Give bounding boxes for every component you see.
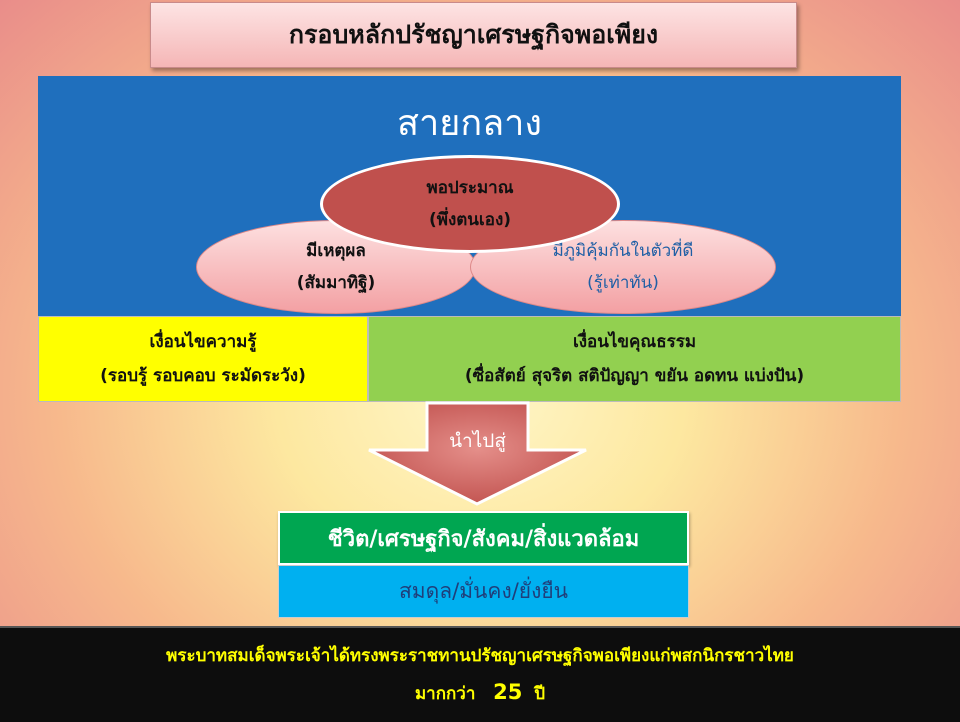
moderation-title: พอประมาณ <box>426 178 514 198</box>
reasonableness-ellipse: มีเหตุผล (สัมมาทิฐิ) <box>196 220 476 314</box>
reasonableness-detail: (สัมมาทิฐิ) <box>296 273 376 293</box>
morality-condition-box: เงื่อนไขคุณธรรม (ซื่อสัตย์ สุจริต สติปัญ… <box>368 316 901 402</box>
footer-banner: พระบาทสมเด็จพระเจ้าได้ทรงพระราชทานปรัชญา… <box>0 626 960 722</box>
moderation-detail: (พึ่งตนเอง) <box>428 210 512 230</box>
immunity-detail: (รู้เท่าทัน) <box>587 273 659 293</box>
footer-line2: มากกว่า 25 ปี <box>415 674 545 712</box>
domains-box: ชีวิต/เศรษฐกิจ/สังคม/สิ่งแวดล้อม <box>278 511 689 565</box>
knowledge-condition-box: เงื่อนไขความรู้ (รอบรู้ รอบคอบ ระมัดระวั… <box>38 316 368 402</box>
arrow-label: นำไปสู่ <box>449 430 506 452</box>
knowledge-title: เงื่อนไขความรู้ <box>149 332 257 352</box>
down-arrow-icon <box>368 401 587 506</box>
footer-suffix: ปี <box>534 684 546 704</box>
footer-number: 25 <box>493 680 523 704</box>
result-text: สมดุล/มั่นคง/ยั่งยืน <box>398 579 569 603</box>
footer-prefix: มากกว่า <box>414 684 476 704</box>
knowledge-detail: (รอบรู้ รอบคอบ ระมัดระวัง) <box>100 366 306 386</box>
morality-detail: (ซื่อสัตย์ สุจริต สติปัญญา ขยัน อดทน แบ่… <box>464 366 805 386</box>
middle-path-heading: สายกลาง <box>397 103 542 144</box>
page-title: กรอบหลักปรัชญาเศรษฐกิจพอเพียง <box>288 20 659 49</box>
morality-title: เงื่อนไขคุณธรรม <box>572 332 697 352</box>
immunity-title: มีภูมิคุ้มกันในตัวที่ดี <box>552 241 694 261</box>
reasonableness-title: มีเหตุผล <box>306 241 366 261</box>
result-box: สมดุล/มั่นคง/ยั่งยืน <box>278 565 689 618</box>
moderation-ellipse: พอประมาณ (พึ่งตนเอง) <box>320 155 620 253</box>
footer-line1: พระบาทสมเด็จพระเจ้าได้ทรงพระราชทานปรัชญา… <box>166 646 794 666</box>
leads-to-arrow: นำไปสู่ <box>365 400 590 508</box>
domains-text: ชีวิต/เศรษฐกิจ/สังคม/สิ่งแวดล้อม <box>327 526 640 552</box>
title-banner: กรอบหลักปรัชญาเศรษฐกิจพอเพียง <box>150 2 797 68</box>
